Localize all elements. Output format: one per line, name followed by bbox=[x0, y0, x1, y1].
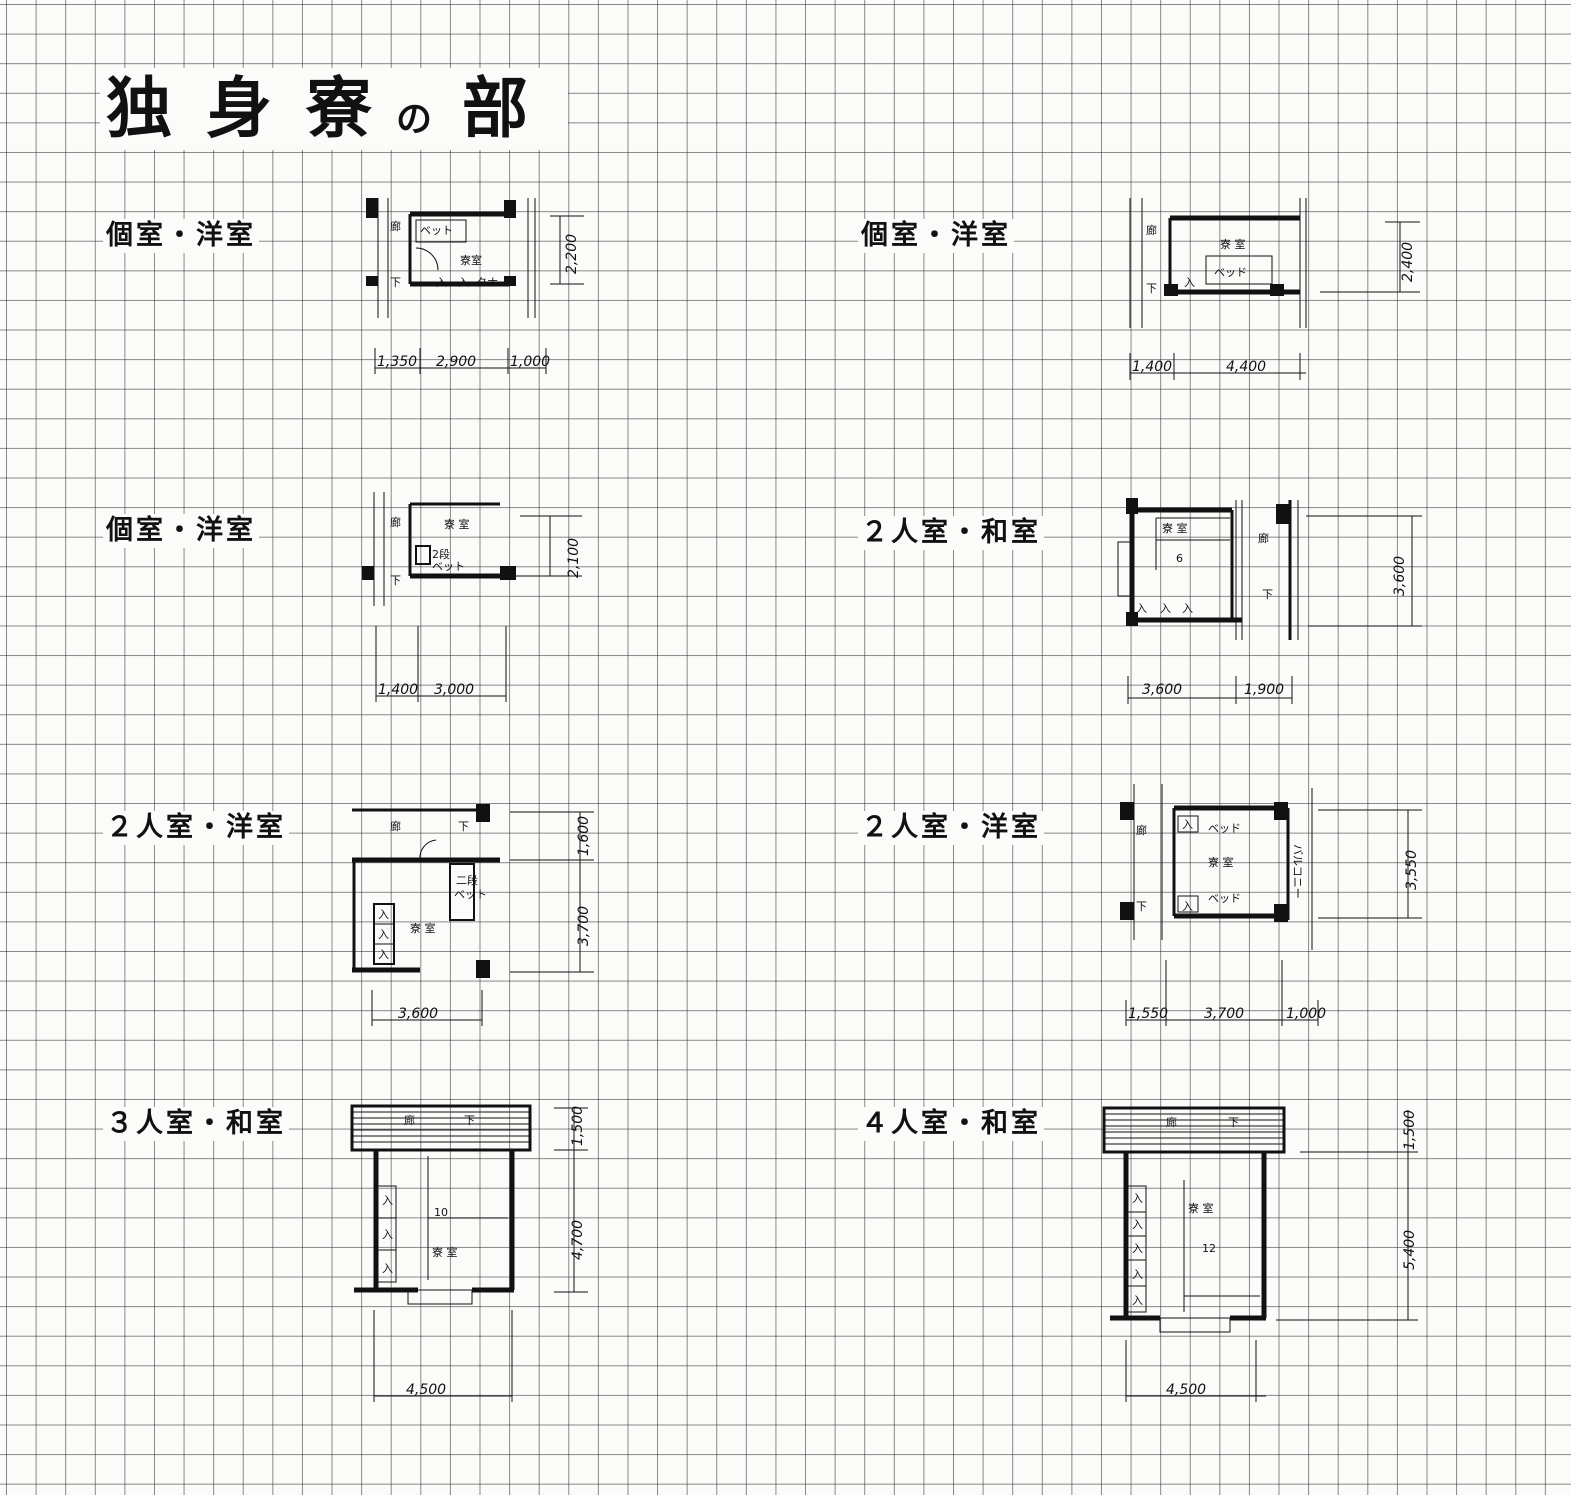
plan-text: 入 bbox=[378, 948, 389, 961]
dimension-label: 1,550 bbox=[1128, 1006, 1168, 1022]
plan-text: 廊 bbox=[1258, 531, 1269, 545]
plan-text: 入 bbox=[1132, 1242, 1143, 1255]
plan-text: 入 bbox=[436, 276, 447, 289]
dimension-label: 1,900 bbox=[1244, 682, 1284, 698]
plan-text: 入 bbox=[378, 908, 389, 921]
plan-text: 入 bbox=[1182, 602, 1193, 615]
dimension-label: 1,600 bbox=[576, 816, 592, 856]
plan-text: 2段 bbox=[432, 547, 450, 561]
dimension-label: 1,000 bbox=[1286, 1006, 1326, 1022]
plan-text: 寮室 bbox=[460, 253, 482, 267]
floor-plan-8: 廊 下 寮 室 12 入 入 入 入 入 4,500 1,500 5,400 bbox=[1100, 1100, 1430, 1410]
plan-text: 10 bbox=[434, 1206, 448, 1219]
plan-text: 12 bbox=[1202, 1242, 1216, 1255]
dimension-label: 2,200 bbox=[564, 234, 580, 274]
plan-text: 廊 bbox=[1136, 823, 1147, 837]
plan-text: 廊 bbox=[404, 1113, 415, 1127]
plan-text: ベット bbox=[432, 560, 465, 573]
room-label-8: ４人室・和室 bbox=[858, 1107, 1044, 1141]
plan-text: 寮 室 bbox=[1162, 521, 1188, 535]
dimension-label: 4,700 bbox=[570, 1220, 586, 1260]
plan-text: 寮 室 bbox=[1208, 855, 1234, 869]
dimension-label: 3,550 bbox=[1404, 850, 1420, 890]
dimension-label: 4,500 bbox=[1166, 1382, 1206, 1398]
plan-text: 入 bbox=[1132, 1192, 1143, 1205]
dimension-label: 1,400 bbox=[1132, 359, 1172, 375]
plan-text: 廊 bbox=[390, 515, 401, 529]
plan-text: 入 bbox=[1132, 1294, 1143, 1307]
room-label-6: ２人室・洋室 bbox=[858, 811, 1044, 845]
dimension-label: 2,100 bbox=[566, 538, 582, 578]
plan-text: 入 bbox=[378, 928, 389, 941]
dimension-label: 3,700 bbox=[576, 906, 592, 946]
plan-text: 入 bbox=[382, 1194, 393, 1207]
floor-plan-7: 廊 下 入 10 入 入 寮 室 4,500 1,500 4,700 bbox=[348, 1100, 608, 1410]
page-title: 独身寮 の 部 bbox=[100, 68, 569, 150]
dimension-label: 2,400 bbox=[1400, 242, 1416, 282]
floor-plan-6: 廊 下 入 ベッド 寮 室 入 ベッド バルコニー 1,550 3,700 1,… bbox=[1118, 780, 1438, 1030]
plan-text: 入 bbox=[1184, 276, 1195, 289]
floor-plan-2: 廊 下 寮 室 入 ベッド 1,400 4,400 2,400 bbox=[1120, 188, 1440, 388]
dimension-label: 2,900 bbox=[436, 354, 476, 370]
room-label-2: 個室・洋室 bbox=[858, 219, 1014, 253]
room-label-3: 個室・洋室 bbox=[103, 514, 259, 548]
plan-text: ベッド bbox=[1208, 822, 1241, 835]
room-label-4: ２人室・和室 bbox=[858, 516, 1044, 550]
plan-text: 廊 bbox=[1146, 223, 1157, 237]
plan-text: 下 bbox=[458, 820, 469, 833]
floor-plan-5: 廊 下 二段 ベット 入 入 入 寮 室 3,600 1,600 3,700 bbox=[350, 800, 610, 1030]
plan-text: 二段 bbox=[456, 873, 478, 887]
dimension-label: 1,350 bbox=[377, 354, 417, 370]
dimension-label: 3,600 bbox=[398, 1006, 438, 1022]
dimension-label: 4,500 bbox=[406, 1382, 446, 1398]
dimension-label: 3,000 bbox=[434, 682, 474, 698]
plan-text: 下 bbox=[390, 276, 401, 289]
floor-plan-3: 廊 下 寮 室 2段 ベット 1,400 3,000 2,100 bbox=[360, 486, 600, 706]
dimension-label: 5,400 bbox=[1402, 1230, 1418, 1270]
plan-text: 廊 bbox=[390, 219, 401, 233]
floor-plan-1: 廊 下 ベット 寮室 入 入 タナ 1,350 2,900 1,000 2,20… bbox=[360, 188, 590, 388]
room-label-7: ３人室・和室 bbox=[103, 1107, 289, 1141]
plan-text: 入 bbox=[382, 1228, 393, 1241]
plan-text: 下 bbox=[464, 1114, 475, 1127]
plan-text: ベット bbox=[420, 224, 453, 237]
plan-text: バルコニー bbox=[1291, 844, 1304, 899]
plan-text: 下 bbox=[1228, 1116, 1239, 1129]
plan-text: 下 bbox=[390, 574, 401, 587]
plan-text: タナ bbox=[476, 276, 498, 289]
plan-text: 寮 室 bbox=[1188, 1201, 1214, 1215]
plan-text: 6 bbox=[1176, 552, 1183, 565]
plan-text: 下 bbox=[1136, 900, 1147, 913]
plan-text: 寮 室 bbox=[444, 517, 470, 531]
plan-text: 下 bbox=[1262, 588, 1273, 601]
room-label-5: ２人室・洋室 bbox=[103, 811, 289, 845]
plan-text: ベッド bbox=[1208, 892, 1241, 905]
plan-text: 入 bbox=[1132, 1268, 1143, 1281]
dimension-label: 3,600 bbox=[1392, 556, 1408, 596]
dimension-label: 1,500 bbox=[1402, 1110, 1418, 1150]
dimension-label: 1,500 bbox=[570, 1106, 586, 1146]
plan-text: 入 bbox=[1182, 818, 1193, 831]
plan-text: 入 bbox=[1182, 900, 1193, 913]
plan-text: 寮 室 bbox=[1220, 237, 1246, 251]
plan-text: 寮 室 bbox=[410, 921, 436, 935]
plan-text: 寮 室 bbox=[432, 1245, 458, 1259]
plan-text: ベッド bbox=[1214, 266, 1247, 279]
room-label-1: 個室・洋室 bbox=[103, 219, 259, 253]
dimension-label: 3,600 bbox=[1142, 682, 1182, 698]
plan-text: 廊 bbox=[390, 819, 401, 833]
plan-text: 入 bbox=[1132, 1218, 1143, 1231]
dimension-label: 1,000 bbox=[510, 354, 550, 370]
plan-text: 入 bbox=[1160, 602, 1171, 615]
floor-plan-4: 寮 室 6 入 入 入 廊 下 3,600 1,900 3,600 bbox=[1112, 490, 1432, 710]
plan-text: 入 bbox=[1136, 602, 1147, 615]
dimension-label: 4,400 bbox=[1226, 359, 1266, 375]
plan-text: 入 bbox=[458, 276, 469, 289]
dimension-label: 1,400 bbox=[378, 682, 418, 698]
dimension-label: 3,700 bbox=[1204, 1006, 1244, 1022]
plan-text: 廊 bbox=[1166, 1115, 1177, 1129]
plan-text: 入 bbox=[382, 1262, 393, 1275]
plan-text: 下 bbox=[1146, 282, 1157, 295]
plan-text: ベット bbox=[454, 888, 487, 901]
